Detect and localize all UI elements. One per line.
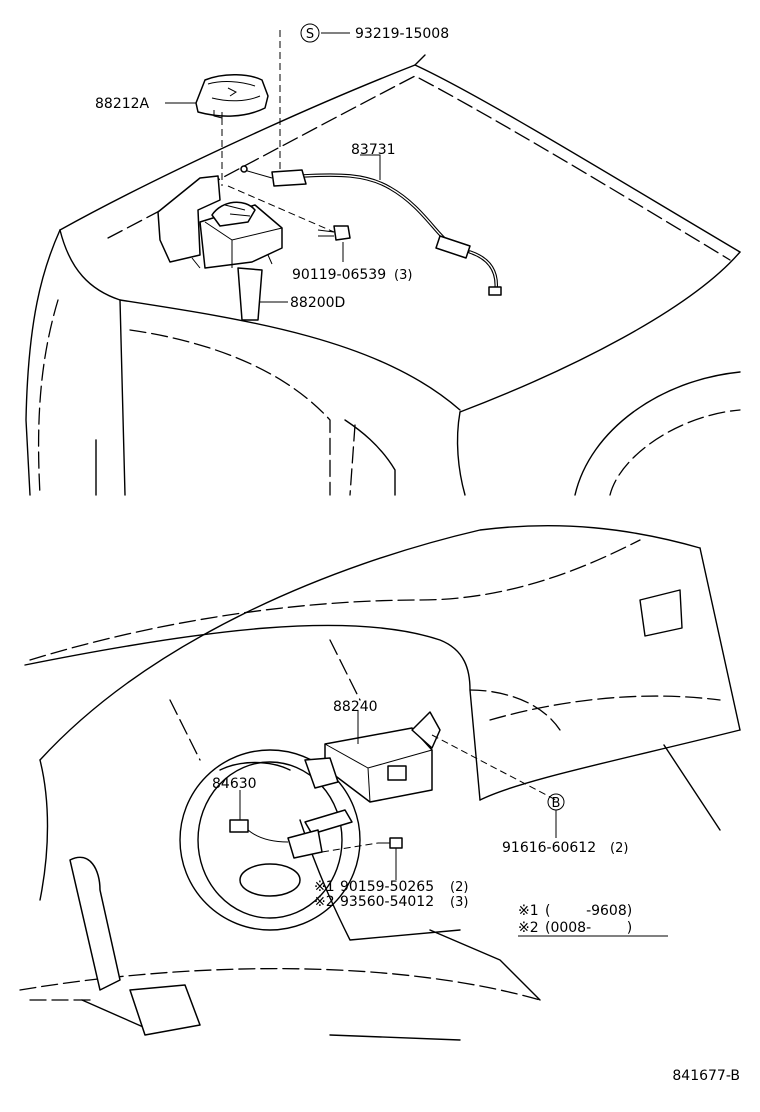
mark-1: ※1 [314,879,335,895]
diagram-reference: 841677-B [672,1068,740,1084]
quantity-93560: (3) [450,895,468,910]
part-88212A-cover [195,74,269,119]
quantity-90159: (2) [450,880,468,895]
mark-2: ※2 [314,894,335,910]
part-88200D-actuator [157,175,283,321]
part-number-88200D: 88200D [290,295,345,311]
callout-93560: ※2 93560-54012 (3) [314,894,468,910]
part-number-93560: 93560-54012 [340,894,434,910]
symbol-b: B [552,796,561,811]
callout-90159: ※1 90159-50265 (2) [314,879,468,895]
part-screw-90159 [378,837,403,849]
top-leader-lines [165,30,381,303]
legend-mark-1: ※1 [518,903,539,919]
part-90119-bolt [317,225,351,241]
callout-93219: S 93219-15008 [300,23,449,43]
part-88240-computer [304,711,441,803]
part-number-91616: 91616-60612 [502,840,596,856]
part-number-88212A: 88212A [95,96,150,112]
callout-90119: 90119-06539 (3) [292,267,412,283]
part-number-90159: 90159-50265 [340,879,434,895]
steering-wheel [179,749,361,931]
part-83731-cable [240,165,502,296]
dashboard-outline [19,525,741,1041]
part-number-93219: 93219-15008 [355,26,449,42]
part-84630-switch [229,809,353,859]
bottom-leader-lines [239,710,668,937]
symbol-s: S [306,27,314,42]
legend-range-2: (0008- ) [545,920,632,936]
part-number-90119: 90119-06539 [292,267,386,283]
quantity-90119: (3) [394,268,412,283]
legend-mark-2: ※2 [518,920,539,936]
quantity-91616: (2) [610,841,628,856]
part-number-84630: 84630 [212,776,257,792]
legend-range-1: ( -9608) [545,903,632,919]
legend: ※1 ( -9608) ※2 (0008- ) [518,903,632,936]
pedal-assembly [69,856,201,1036]
callout-91616: B 91616-60612 (2) [502,793,628,856]
part-number-83731: 83731 [351,142,396,158]
part-number-88240: 88240 [333,699,378,715]
